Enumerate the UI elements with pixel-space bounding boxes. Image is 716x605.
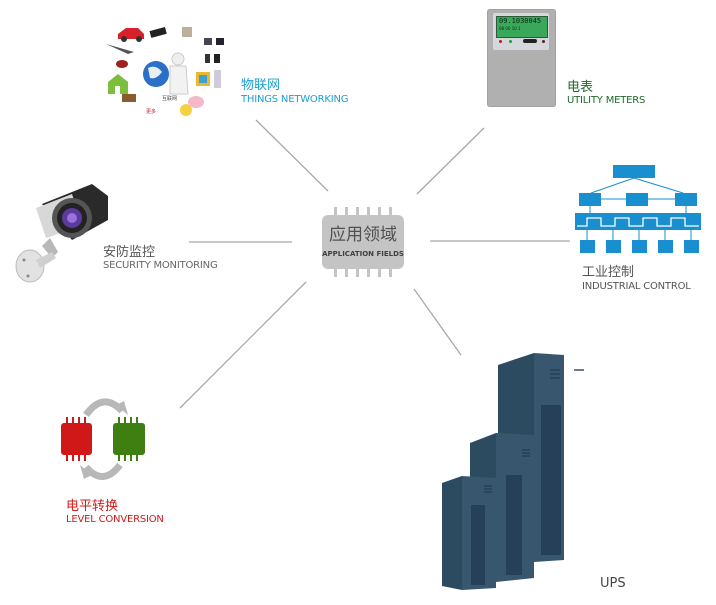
center-title-cn: 应用领域 (329, 225, 397, 245)
security-label-en: SECURITY MONITORING (103, 260, 218, 271)
industrial-network-icon (575, 163, 705, 255)
industrial-label-en: INDUSTRIAL CONTROL (582, 281, 691, 292)
iot-collage-icon: 互联网 更多 (104, 24, 234, 119)
meter-display: 09.1030045 08 00 10 1 (496, 16, 548, 38)
meter-reading: 09.1030045 (499, 17, 542, 25)
meter-reading-2: 08 00 10 1 (499, 26, 521, 31)
ups-cabinet-icon (438, 350, 598, 590)
meters-label-cn: 电表 (567, 80, 594, 95)
security-label-cn: 安防监控 (103, 245, 156, 260)
level-label-cn: 电平转换 (66, 499, 119, 514)
connector-ups (413, 288, 462, 356)
iot-internet-text: 互联网 (162, 95, 177, 102)
ups-label: UPS (600, 576, 626, 591)
chip-icon (322, 207, 404, 277)
meter-port (523, 39, 537, 43)
center-chip: 应用领域 APPLICATION FIELDS (316, 207, 410, 277)
meter-led-red (499, 40, 502, 43)
industrial-label-cn: 工业控制 (582, 265, 635, 280)
meter-led-green (509, 40, 512, 43)
iot-label-en: THINGS NETWORKING (241, 94, 349, 105)
connector-iot (255, 119, 329, 192)
meters-label-en: UTILITY METERS (567, 95, 646, 106)
iot-more-text: 更多 (146, 108, 156, 115)
level-conversion-icon (58, 395, 153, 485)
connector-level (179, 281, 307, 409)
iot-label-cn: 物联网 (241, 78, 281, 93)
level-label-en: LEVEL CONVERSION (66, 514, 164, 525)
center-title-en: APPLICATION FIELDS (322, 250, 404, 258)
connector-meters (416, 127, 485, 195)
electric-meter-icon: 09.1030045 08 00 10 1 (487, 9, 556, 107)
meter-led-dark (542, 40, 545, 43)
security-camera-icon (12, 176, 112, 286)
